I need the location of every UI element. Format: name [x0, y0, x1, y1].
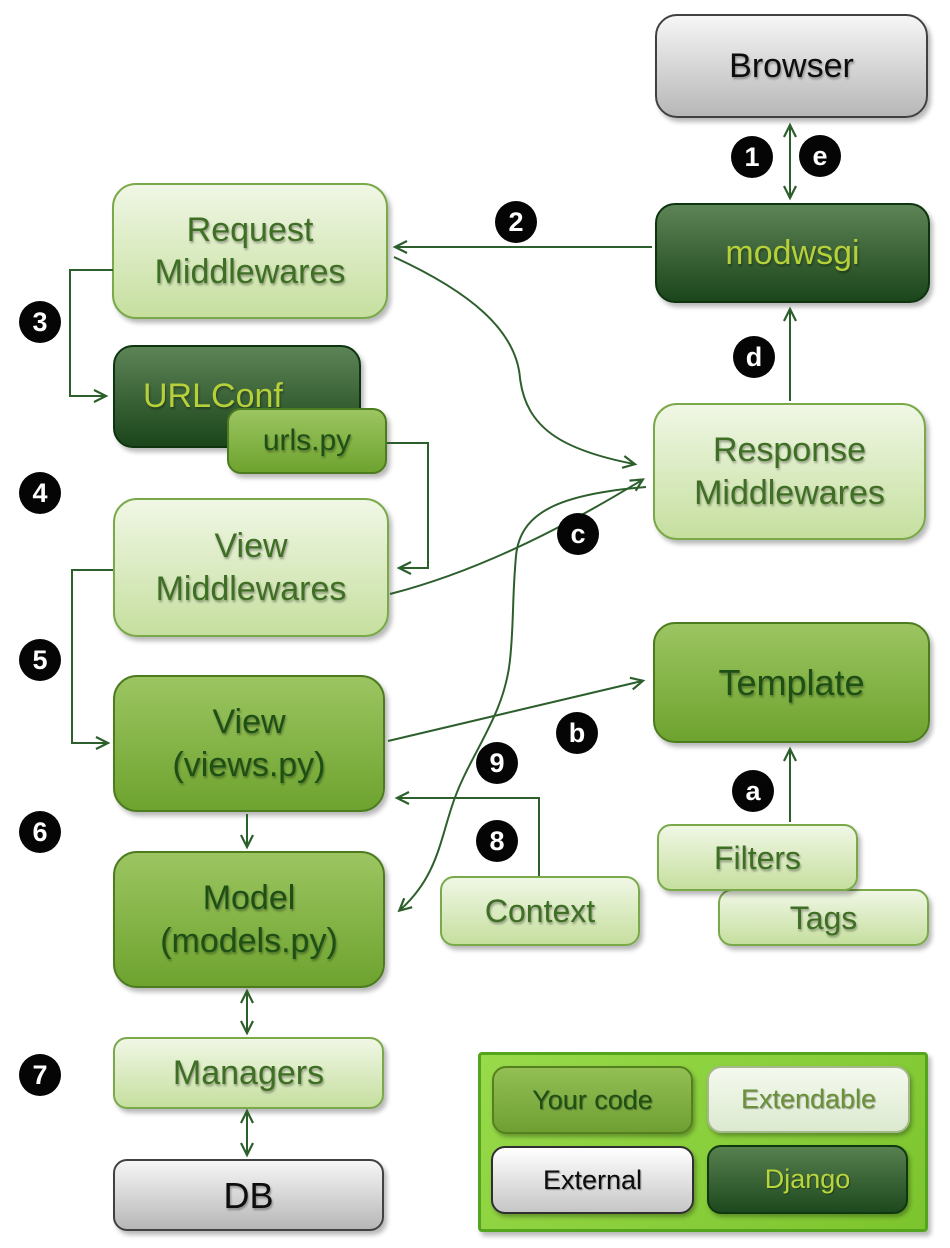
badge-step-c: c: [557, 513, 599, 555]
badge-step-6: 6: [19, 811, 61, 853]
node-urls-py-label: urls.py: [262, 424, 352, 458]
node-modwsgi: modwsgi: [655, 203, 930, 303]
badge-step-a: a: [732, 770, 774, 812]
badge-step-4: 4: [19, 472, 61, 514]
node-tags: Tags: [718, 889, 929, 946]
badge-step-d: d: [733, 336, 775, 378]
node-db: DB: [113, 1159, 384, 1231]
legend-your-code-label: Your code: [532, 1084, 653, 1115]
node-template: Template: [653, 622, 930, 743]
node-context-label: Context: [484, 893, 596, 929]
node-db-label: DB: [223, 1174, 274, 1216]
node-filters: Filters: [657, 824, 858, 891]
node-tags-label: Tags: [789, 899, 858, 936]
badge-step-5: 5: [19, 639, 61, 681]
badge-step-8: 8: [476, 820, 518, 862]
legend-your-code: Your code: [492, 1066, 693, 1134]
node-urls-py: urls.py: [227, 408, 387, 474]
node-response-middlewares: Response Middlewares: [653, 403, 926, 540]
node-view: View (views.py): [113, 675, 385, 812]
node-view-middlewares: View Middlewares: [113, 498, 389, 637]
legend-extendable: Extendable: [707, 1066, 910, 1133]
node-view-sublabel: (views.py): [172, 745, 326, 784]
line-urlspy-viewmw: [387, 442, 429, 575]
badge-step-9: 9: [476, 742, 518, 784]
node-template-label: Template: [718, 662, 865, 703]
node-response-middlewares-label: Response Middlewares: [694, 431, 885, 512]
node-context: Context: [440, 876, 640, 946]
line-requestmw-urlconf: [69, 269, 113, 403]
node-model-sublabel: (models.py): [160, 921, 338, 960]
curve-into-model: [397, 486, 647, 913]
badge-step-1: 1: [731, 136, 773, 178]
legend-external-label: External: [542, 1164, 643, 1195]
badge-step-7: 7: [19, 1054, 61, 1096]
legend-django-label: Django: [764, 1164, 851, 1194]
legend-extendable-label: Extendable: [740, 1084, 877, 1114]
badge-step-3: 3: [19, 301, 61, 343]
curve-requestmw-responsemw: [393, 256, 638, 469]
badge-step-e: e: [799, 135, 841, 177]
node-model: Model (models.py): [113, 851, 385, 988]
node-browser-label: Browser: [729, 46, 854, 85]
node-managers-label: Managers: [172, 1053, 325, 1092]
node-browser: Browser: [655, 14, 928, 118]
node-filters-label: Filters: [713, 839, 802, 876]
node-view-middlewares-label: View Middlewares: [155, 527, 347, 608]
line-context-view: [394, 791, 540, 876]
node-modwsgi-label: modwsgi: [725, 233, 860, 272]
curve-viewmw-responsemw: [389, 478, 645, 595]
node-request-middlewares: Request Middlewares: [112, 183, 388, 319]
node-managers: Managers: [113, 1037, 384, 1109]
line-viewmw-view: [71, 569, 113, 750]
legend-external: External: [491, 1146, 694, 1214]
badge-step-2: 2: [495, 201, 537, 243]
node-model-label: Model: [202, 879, 296, 917]
curve-view-template: [387, 676, 646, 742]
node-request-middlewares-label: Request Middlewares: [154, 210, 346, 292]
badge-step-b: b: [556, 712, 598, 754]
node-view-label: View: [212, 703, 286, 741]
legend-django: Django: [707, 1145, 908, 1214]
